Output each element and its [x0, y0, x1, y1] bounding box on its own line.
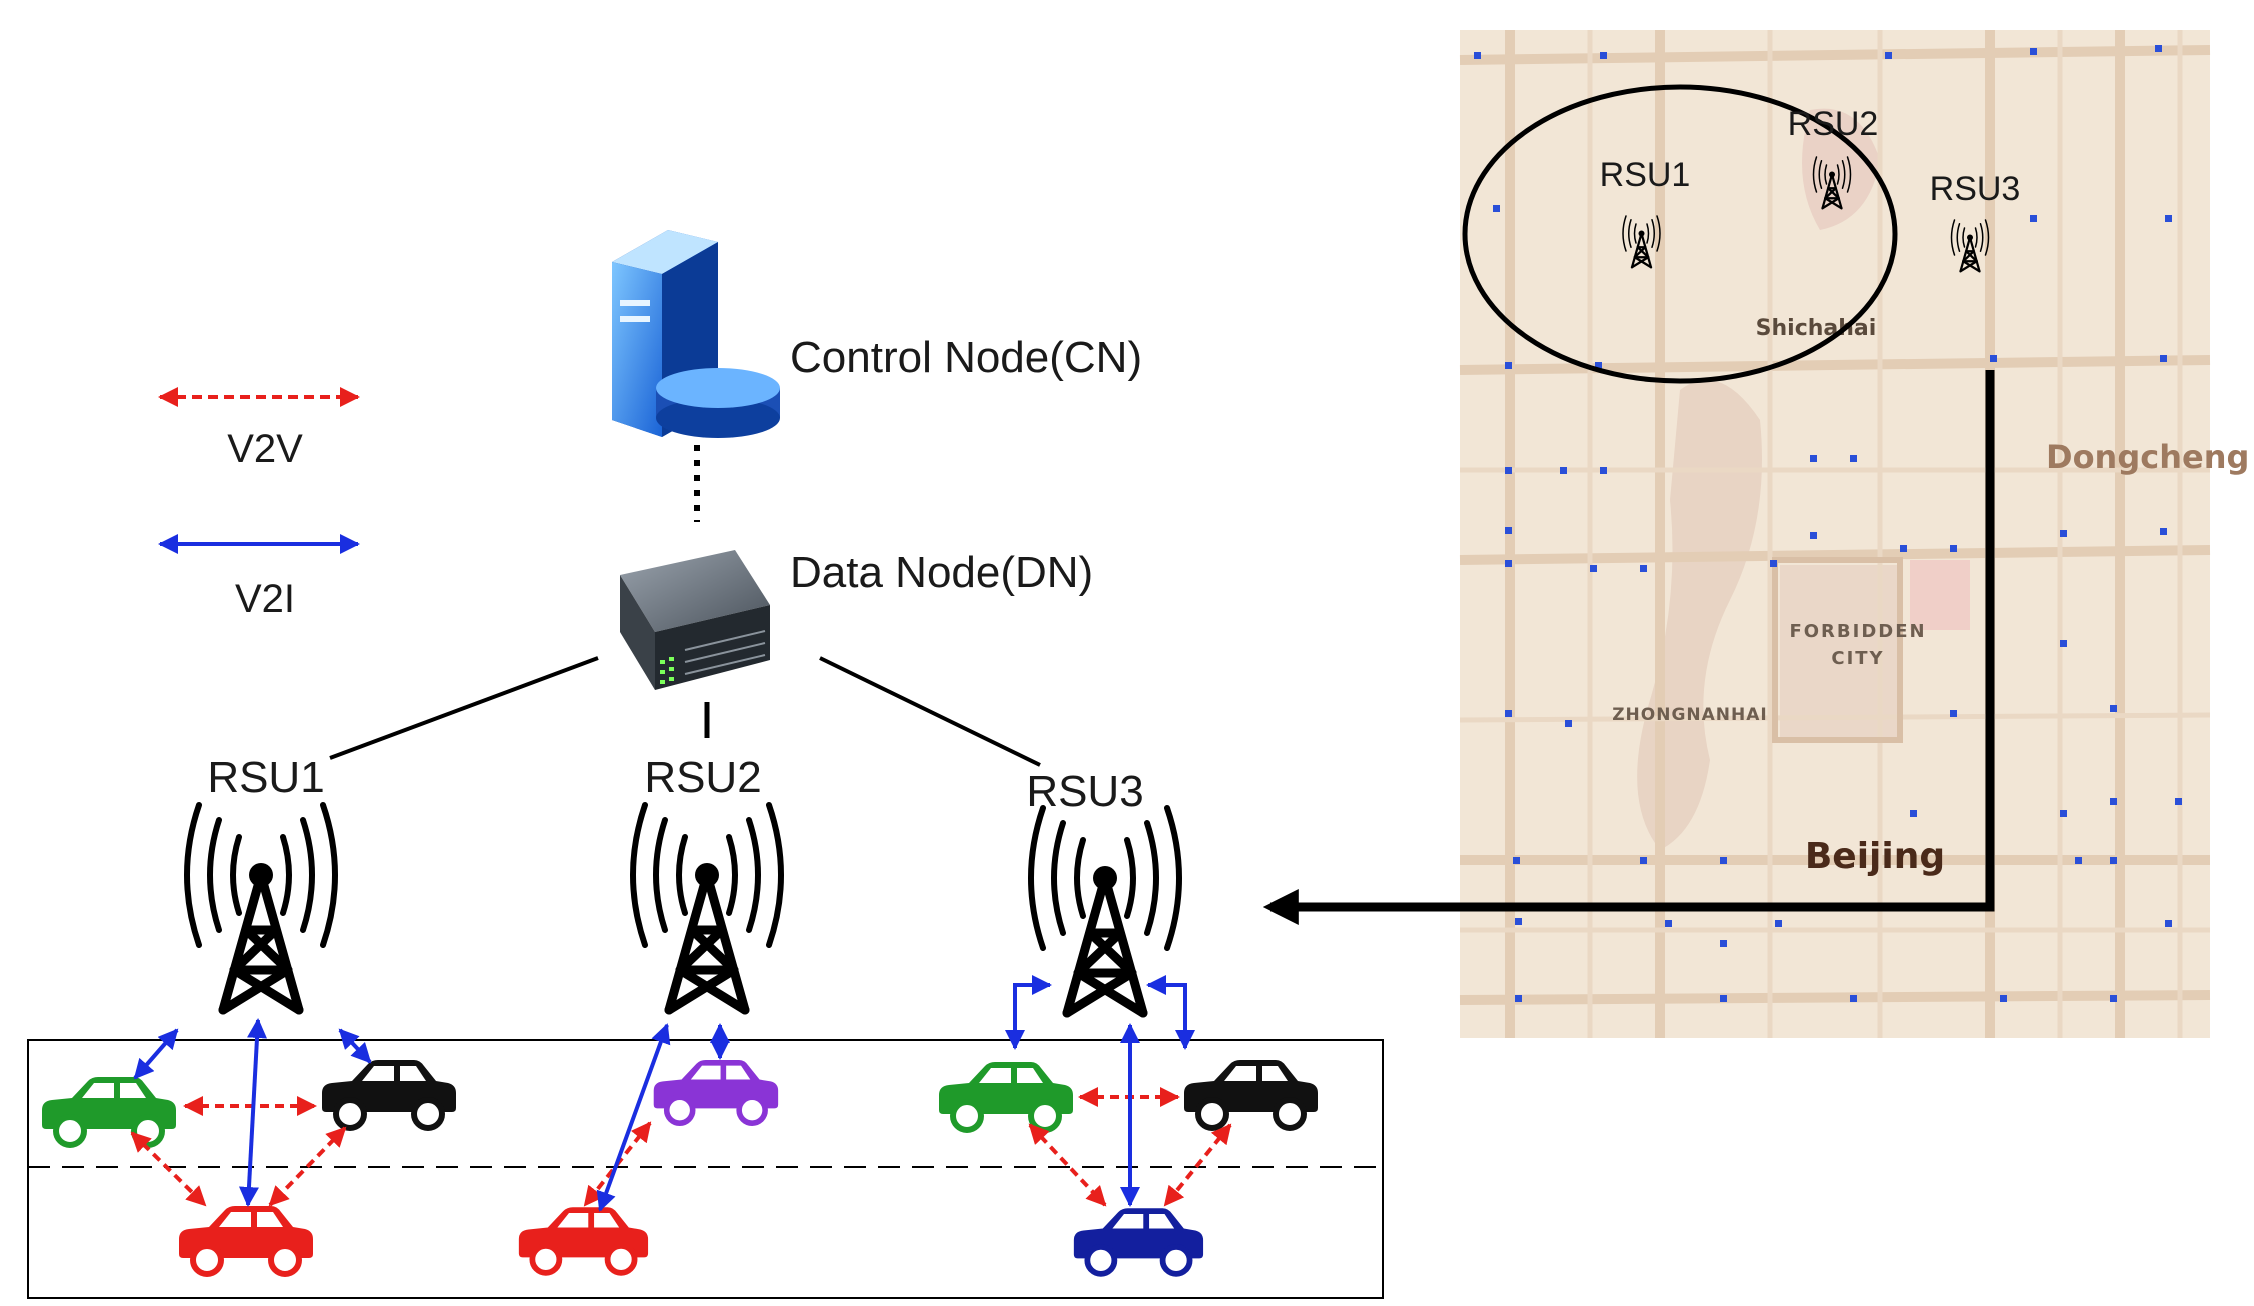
control-node-label: Control Node(CN) — [790, 333, 1142, 382]
dn-rsu1-link — [329, 656, 599, 760]
map-label-zhongnanhai: ZHONGNANHAI — [1612, 705, 1768, 725]
v2v-legend-label: V2V — [227, 427, 303, 471]
map-rsu-region — [1462, 84, 1898, 384]
car-green-1-icon — [42, 1077, 176, 1145]
map-panel: Shichahai Dongcheng FORBIDDEN CITY ZHONG… — [1459, 30, 2249, 1038]
car-blue-icon — [1074, 1208, 1203, 1274]
car-black-2-icon — [1184, 1060, 1318, 1128]
car-red-1-icon — [179, 1206, 313, 1274]
car-purple-icon — [654, 1060, 778, 1123]
v2i-link — [1146, 975, 1195, 1050]
rsu3-tower-icon — [1031, 808, 1179, 1013]
v2i-link — [133, 1028, 179, 1080]
v2i-links — [133, 975, 1195, 1212]
server-icon — [612, 230, 780, 438]
rsu1-tower-icon — [187, 805, 335, 1010]
data-node-label: Data Node(DN) — [790, 548, 1093, 597]
v2i-link — [1005, 975, 1052, 1050]
map-rsu1-label: RSU1 — [1600, 156, 1691, 194]
v2v-link — [1028, 1123, 1107, 1207]
map-to-rsu3-arrow — [1262, 370, 1995, 925]
map-rsu2-label: RSU2 — [1788, 105, 1879, 143]
v2i-link — [596, 1023, 671, 1212]
map-rsu3-label: RSU3 — [1930, 170, 2021, 208]
v2v-link — [1163, 1123, 1232, 1207]
dn-rsu3-link — [819, 656, 1041, 767]
road-area — [27, 1039, 1384, 1299]
rsu2-label: RSU2 — [644, 753, 761, 802]
car-red-2-icon — [519, 1207, 648, 1273]
v2i-link — [238, 1018, 268, 1207]
v2v-link — [130, 1131, 207, 1207]
rsu2-tower-icon — [633, 805, 781, 1010]
v2i-legend-label: V2I — [235, 577, 295, 621]
v2i-link — [338, 1028, 372, 1064]
map-label-dongcheng: Dongcheng — [2046, 438, 2249, 476]
v2v-link — [268, 1126, 347, 1207]
car-green-2-icon — [939, 1062, 1073, 1130]
switch-icon — [620, 550, 770, 690]
map-label-forbidden-1: FORBIDDEN — [1789, 621, 1926, 642]
legend: V2V V2I — [158, 387, 360, 621]
rsu1-label: RSU1 — [207, 753, 324, 802]
car-black-1-icon — [322, 1060, 456, 1128]
map-label-forbidden-2: CITY — [1831, 648, 1884, 669]
map-label-beijing: Beijing — [1805, 836, 1945, 877]
map-rsu-dots — [1474, 45, 2182, 1002]
